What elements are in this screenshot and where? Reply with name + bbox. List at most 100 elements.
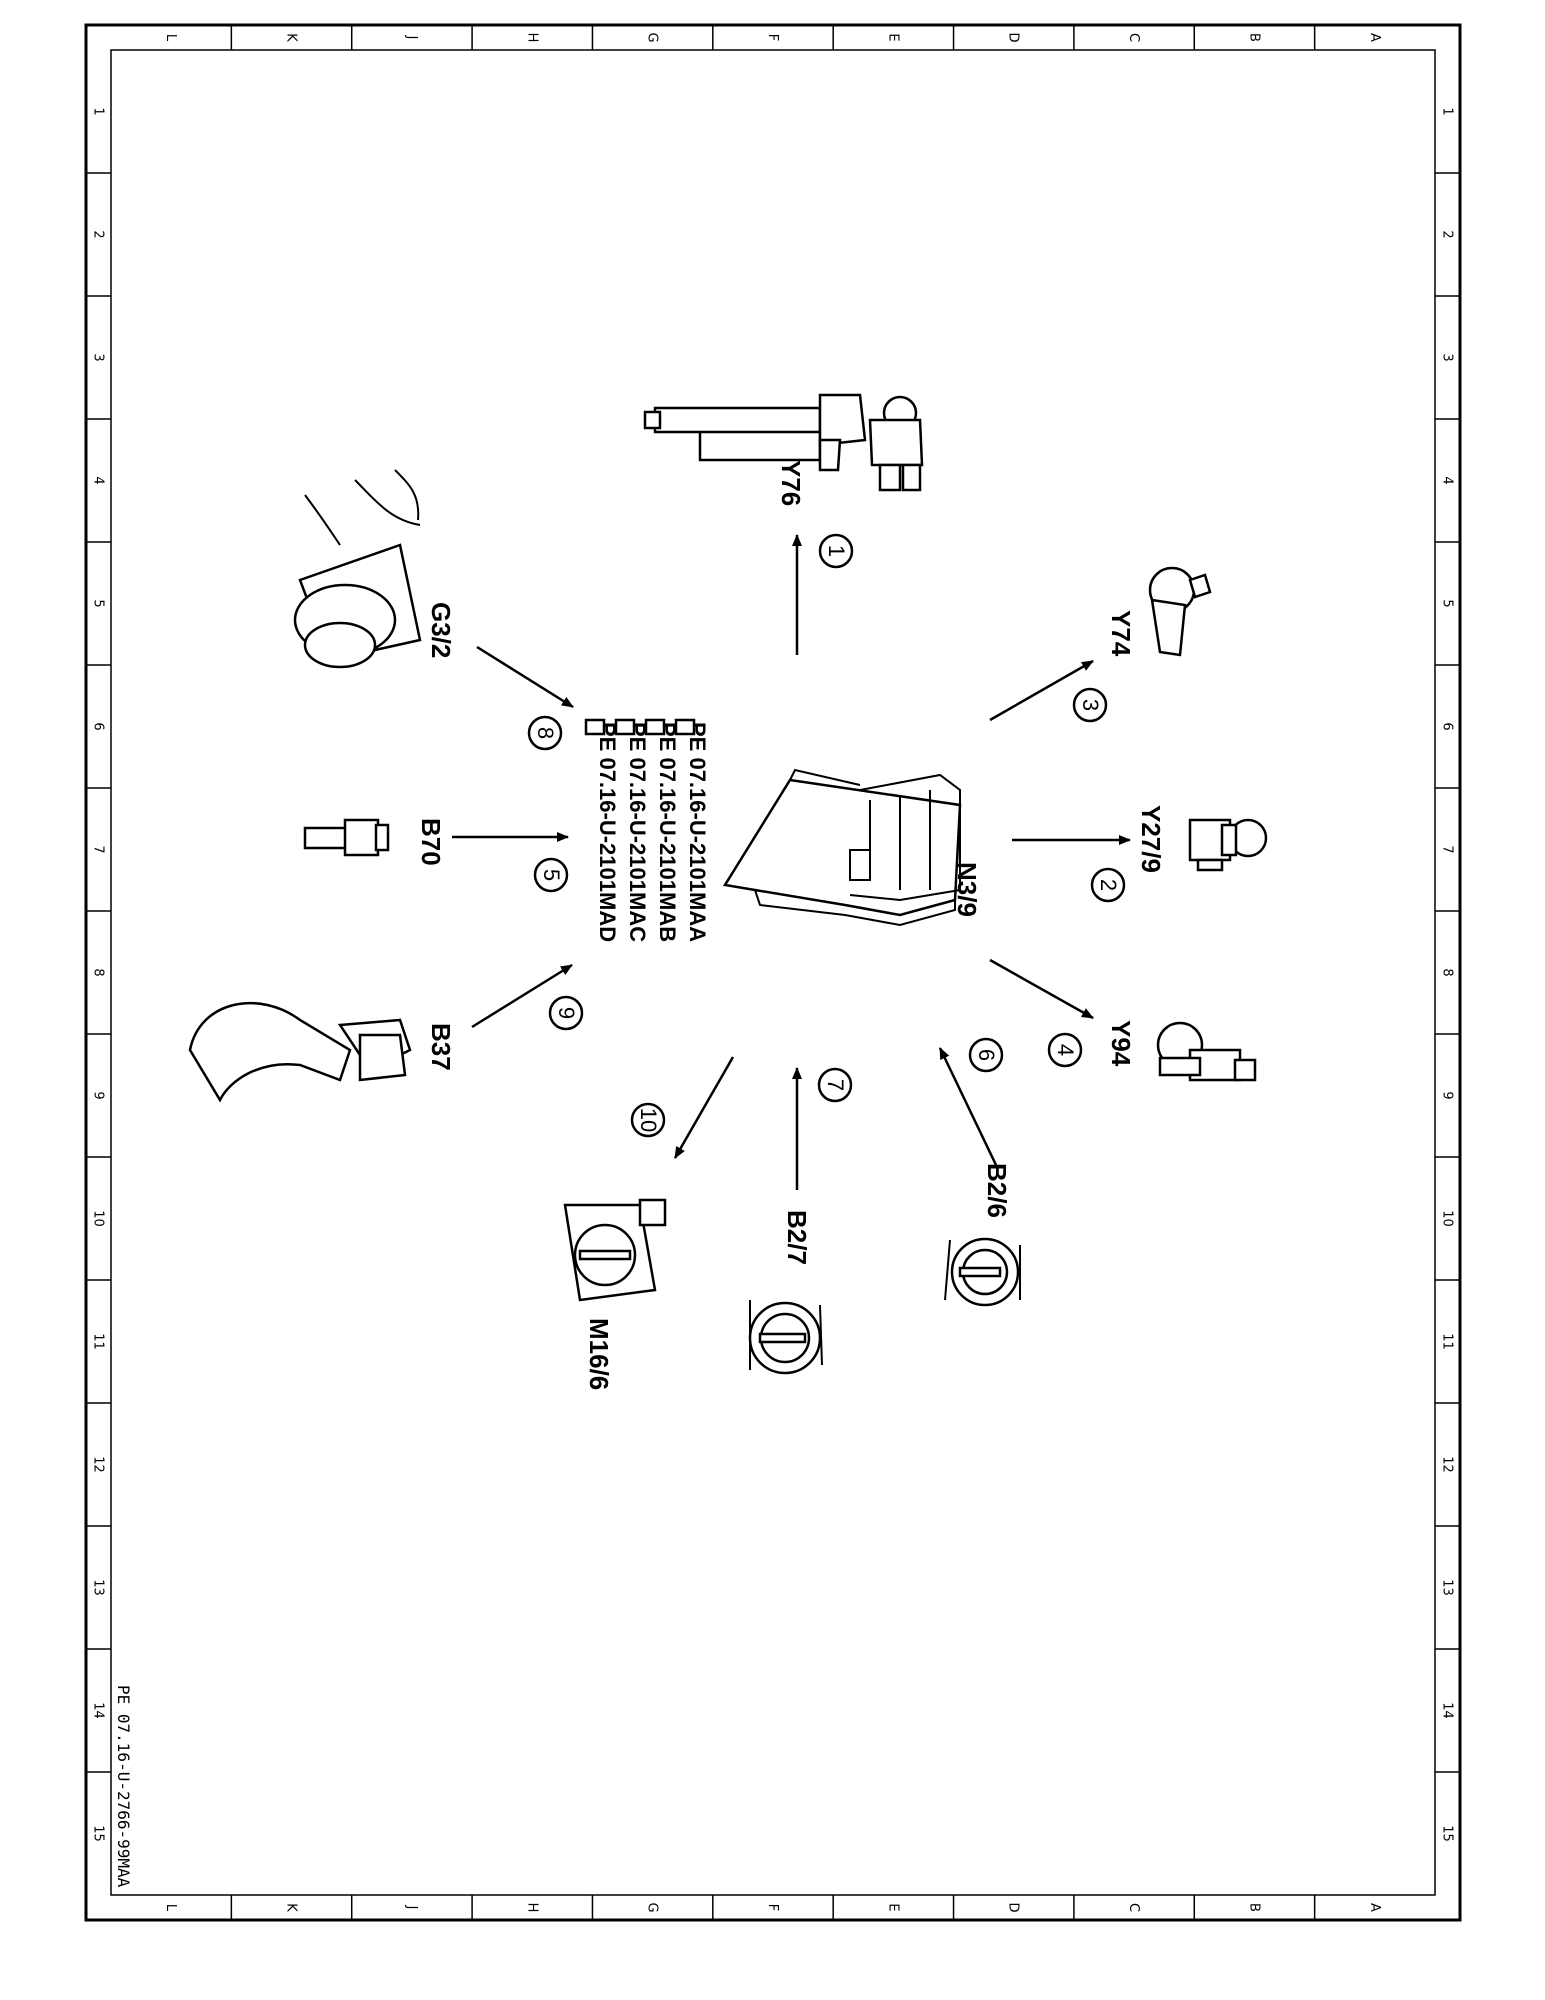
grid-zone-label: 7 bbox=[1440, 845, 1455, 853]
hand-pointer-icon bbox=[614, 718, 636, 736]
grid-zone-label: E bbox=[885, 1903, 900, 1911]
component-label-b2-6: B2/6 bbox=[982, 1163, 1012, 1218]
callout-7: 7 B2/7 bbox=[782, 1067, 853, 1265]
grid-zone-label: 3 bbox=[91, 353, 106, 361]
grid-zone-label: H bbox=[524, 1903, 539, 1913]
grid-zone-label: 11 bbox=[91, 1333, 106, 1350]
grid-zone-label: 14 bbox=[91, 1702, 106, 1719]
grid-zone-label: K bbox=[284, 1903, 299, 1912]
sensor-b2-6-illustration bbox=[944, 1237, 1021, 1307]
grid-zone-label: 2 bbox=[91, 230, 106, 238]
reference-line-3: PE 07.16-U-2101MAC bbox=[625, 722, 650, 942]
throttle-m16-6-illustration bbox=[563, 1198, 667, 1302]
grid-zone-label: 8 bbox=[91, 968, 106, 976]
component-label-y94: Y94 bbox=[1106, 1020, 1136, 1067]
sensor-b70-illustration bbox=[303, 818, 390, 857]
valve-y94-illustration bbox=[1156, 1021, 1257, 1082]
grid-zone-label: 8 bbox=[1440, 968, 1455, 976]
arrow-3 bbox=[989, 659, 1094, 722]
callout-number-7: 7 bbox=[823, 1079, 848, 1091]
callout-3: 3 Y74 bbox=[1072, 610, 1136, 723]
pedal-b37-illustration bbox=[188, 1001, 412, 1103]
control-unit-label: N3/9 bbox=[952, 862, 982, 917]
grid-zone-label: 12 bbox=[91, 1456, 106, 1473]
grid-zone-label: G bbox=[645, 32, 660, 42]
hand-pointer-icon bbox=[674, 718, 696, 736]
grid-zone-label: B bbox=[1246, 1903, 1261, 1912]
grid-zone-ticks bbox=[86, 25, 1460, 1920]
grid-zone-label: 1 bbox=[91, 107, 106, 115]
arrow-6 bbox=[938, 1047, 998, 1166]
reference-line-1: PE 07.16-U-2101MAA bbox=[685, 722, 710, 942]
glow-plug-g3-2-illustration bbox=[293, 469, 422, 669]
grid-zone-label: 9 bbox=[1440, 1091, 1455, 1099]
reference-line-2: PE 07.16-U-2101MAB bbox=[655, 722, 680, 942]
grid-zone-label: 9 bbox=[91, 1091, 106, 1099]
grid-zone-label: 5 bbox=[91, 599, 106, 607]
component-label-m16-6: M16/6 bbox=[584, 1318, 614, 1390]
grid-zone-label: F bbox=[765, 1904, 780, 1911]
valve-y27-9-illustration bbox=[1188, 818, 1268, 872]
callout-number-4: 4 bbox=[1053, 1044, 1078, 1056]
component-label-g3-2: G3/2 bbox=[426, 602, 456, 658]
grid-zone-label: 3 bbox=[1440, 353, 1455, 361]
grid-zone-label: 12 bbox=[1440, 1456, 1455, 1473]
arrow-4 bbox=[989, 958, 1094, 1020]
grid-zone-label: L bbox=[163, 1904, 178, 1912]
grid-zone-label: J bbox=[404, 1905, 419, 1910]
grid-zone-label: 4 bbox=[91, 476, 106, 484]
grid-zone-label: K bbox=[284, 33, 299, 42]
grid-zone-label: 2 bbox=[1440, 230, 1455, 238]
hand-pointer-icon bbox=[644, 718, 666, 736]
grid-zone-label: B bbox=[1246, 33, 1261, 42]
grid-zone-label: C bbox=[1126, 33, 1141, 42]
grid-zone-label: D bbox=[1006, 32, 1021, 42]
grid-zone-label: F bbox=[765, 34, 780, 41]
grid-zone-label: A bbox=[1367, 1903, 1382, 1912]
grid-zone-label: E bbox=[885, 33, 900, 41]
grid-zone-label: 11 bbox=[1440, 1333, 1455, 1350]
grid-zone-label: 7 bbox=[91, 845, 106, 853]
callout-5: 5 B70 bbox=[416, 818, 569, 893]
grid-zone-label: 4 bbox=[1440, 476, 1455, 484]
hand-pointer-icon bbox=[584, 718, 606, 736]
signal-arrows bbox=[452, 534, 1131, 1190]
callout-number-2: 2 bbox=[1096, 879, 1121, 891]
grid-zone-label: 13 bbox=[91, 1579, 106, 1596]
callout-9: 9 B37 bbox=[426, 995, 584, 1071]
callout-number-6: 6 bbox=[974, 1049, 999, 1061]
arrow-10 bbox=[673, 1056, 735, 1159]
callout-number-10: 10 bbox=[636, 1108, 661, 1132]
component-label-y76: Y76 bbox=[776, 460, 806, 506]
grid-zone-label: 10 bbox=[91, 1210, 106, 1227]
sensor-b2-7-illustration bbox=[748, 1300, 823, 1375]
callout-1: 1 Y76 bbox=[776, 460, 854, 569]
grid-zone-label: D bbox=[1006, 1902, 1021, 1912]
callout-number-8: 8 bbox=[533, 727, 558, 739]
grid-zone-label: 14 bbox=[1440, 1702, 1455, 1719]
grid-zone-label: H bbox=[524, 33, 539, 43]
grid-zone-label: 1 bbox=[1440, 107, 1455, 115]
document-id: PE 07.16-U-2766-99MAA bbox=[114, 1685, 133, 1888]
callout-number-5: 5 bbox=[539, 869, 564, 881]
valve-y74-illustration bbox=[1148, 566, 1212, 657]
grid-zone-label: L bbox=[163, 34, 178, 42]
reference-list: PE 07.16-U-2101MAA PE 07.16-U-2101MAB PE… bbox=[595, 722, 710, 942]
grid-zone-label: 15 bbox=[91, 1825, 106, 1842]
injector-y76-illustration bbox=[643, 393, 924, 492]
grid-zone-label: 13 bbox=[1440, 1579, 1455, 1596]
callout-4: 4 Y94 bbox=[1047, 1020, 1136, 1068]
component-label-b2-7: B2/7 bbox=[782, 1210, 812, 1265]
callout-10: 10 M16/6 bbox=[584, 1102, 666, 1390]
callout-number-3: 3 bbox=[1078, 699, 1103, 711]
arrow-9 bbox=[471, 963, 573, 1029]
callout-number-1: 1 bbox=[824, 545, 849, 557]
callout-8: 8 G3/2 bbox=[426, 602, 563, 751]
callout-2: 2 Y27/9 bbox=[1090, 805, 1166, 903]
arrow-8 bbox=[476, 645, 574, 709]
reference-pointer-icons bbox=[584, 718, 696, 736]
grid-zone-label: J bbox=[404, 35, 419, 40]
reference-line-4: PE 07.16-U-2101MAD bbox=[595, 722, 620, 942]
component-label-b70: B70 bbox=[416, 818, 446, 866]
